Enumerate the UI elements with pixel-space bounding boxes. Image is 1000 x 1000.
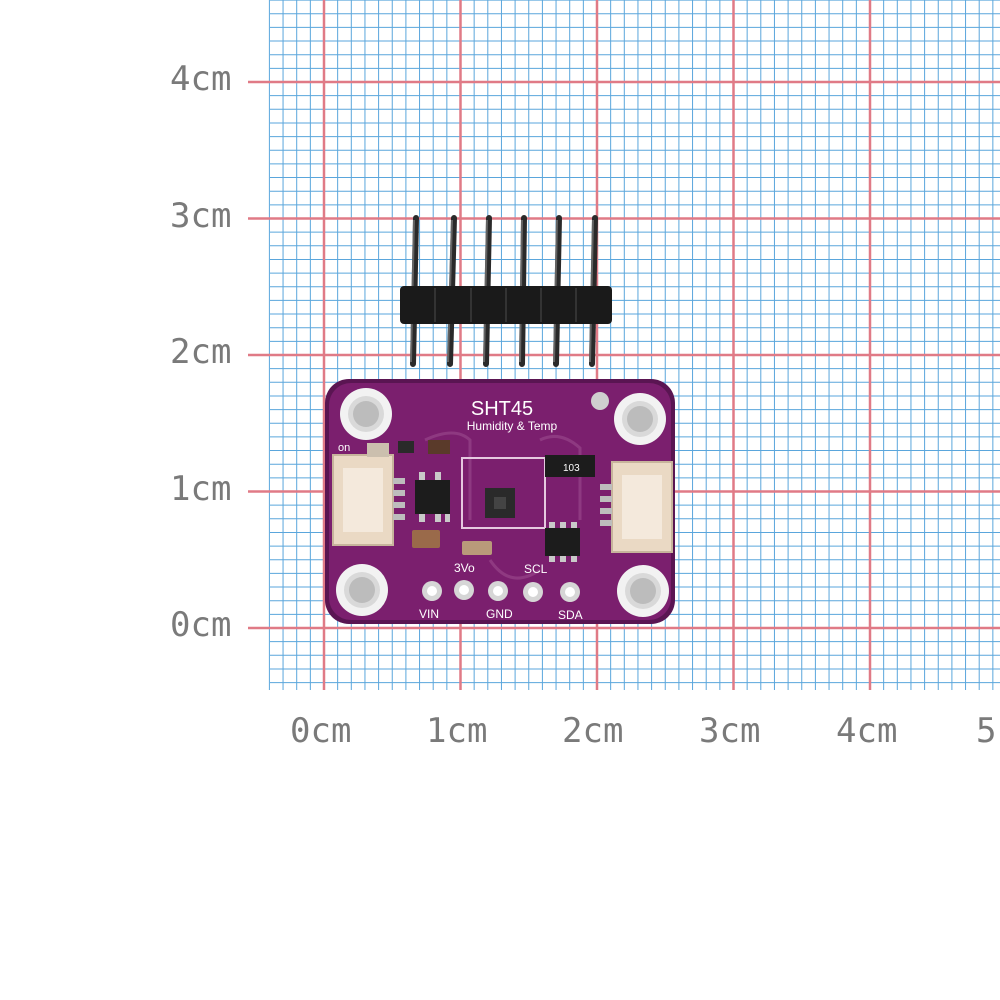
- stemma-qt-connector-left: [332, 443, 405, 546]
- pin-label-3vo: 3Vo: [454, 561, 475, 575]
- mounting-hole-bottom-left: [336, 564, 388, 616]
- x-label-5: 5: [976, 711, 996, 751]
- mounting-hole-bottom-right: [617, 565, 669, 617]
- x-label-2cm: 2cm: [562, 711, 623, 751]
- resistor-array: 103: [545, 455, 595, 477]
- pin-label-vin: VIN: [419, 607, 439, 621]
- x-axis-scale: 0cm 1cm 2cm 3cm 4cm 5: [290, 711, 996, 751]
- y-label-1cm: 1cm: [170, 469, 231, 509]
- board-subtitle: Humidity & Temp: [467, 419, 558, 433]
- sensor-cutout-outline: [461, 457, 546, 529]
- x-label-1cm: 1cm: [426, 711, 487, 751]
- fiducial-mark: [591, 392, 609, 410]
- capacitor-1: [428, 440, 450, 454]
- power-led-label: on: [338, 442, 350, 454]
- led: [398, 441, 414, 453]
- y-label-0cm: 0cm: [170, 605, 231, 645]
- pin-label-sda: SDA: [558, 608, 583, 622]
- capacitor-3: [462, 541, 492, 555]
- x-label-3cm: 3cm: [699, 711, 760, 751]
- level-shifter-chip: [545, 522, 580, 562]
- y-label-3cm: 3cm: [170, 196, 231, 236]
- pin-pads: [422, 580, 580, 602]
- capacitor-2: [412, 530, 440, 548]
- mounting-hole-top-left: [340, 388, 392, 440]
- y-label-2cm: 2cm: [170, 332, 231, 372]
- sht45-breakout-board: SHT45 Humidity & Temp on: [325, 379, 675, 624]
- voltage-regulator-chip: [415, 472, 450, 522]
- y-label-4cm: 4cm: [170, 59, 231, 99]
- sht45-sensor-chip: [485, 488, 515, 518]
- pin-header: [400, 215, 612, 367]
- stemma-qt-connector-right: [600, 461, 673, 553]
- mounting-hole-top-right: [614, 393, 666, 445]
- resistor-marking: 103: [563, 463, 580, 474]
- y-axis-scale: 4cm 3cm 2cm 1cm 0cm: [170, 59, 231, 645]
- pin-label-gnd: GND: [486, 607, 513, 621]
- board-title: SHT45: [471, 398, 533, 420]
- x-label-4cm: 4cm: [836, 711, 897, 751]
- x-label-0cm: 0cm: [290, 711, 351, 751]
- pin-label-scl: SCL: [524, 562, 548, 576]
